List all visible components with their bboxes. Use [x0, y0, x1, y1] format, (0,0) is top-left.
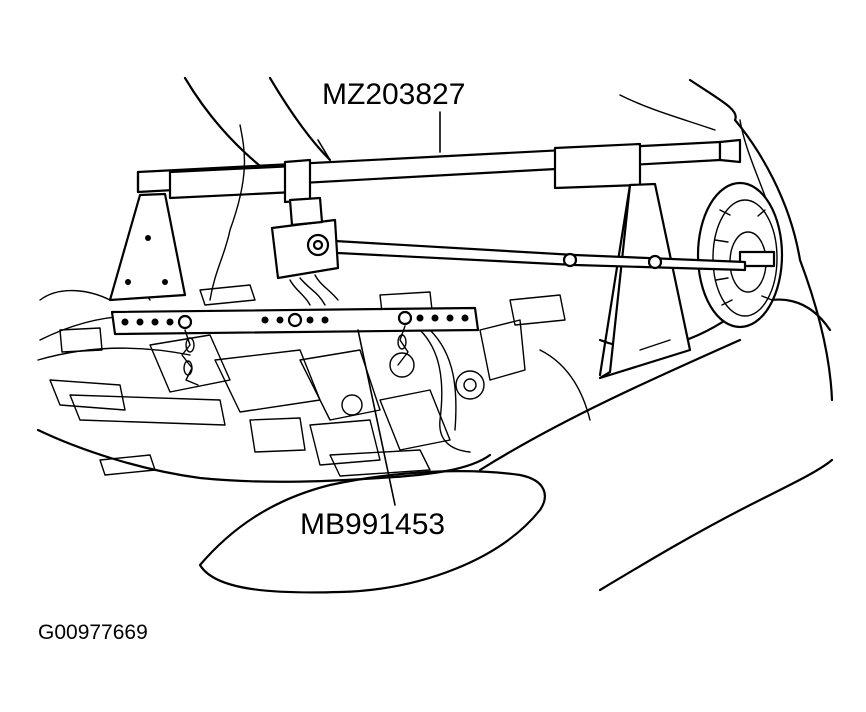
- lifting-chains: [181, 325, 409, 386]
- lifting-bar: [110, 306, 480, 336]
- left-support-leg: [108, 192, 187, 302]
- label-mz203827: MZ203827: [322, 78, 466, 111]
- figure-number: G00977669: [38, 621, 148, 644]
- headlight-outline: [198, 470, 546, 594]
- hook-block: [209, 124, 340, 306]
- label-mb991453: MB991453: [300, 508, 446, 541]
- bumper-outline: [36, 315, 492, 483]
- hood-outline: [183, 76, 834, 402]
- wheel-hub: [696, 181, 784, 329]
- threaded-rod: [316, 238, 747, 272]
- leader-lines: [317, 111, 441, 506]
- right-support-leg: [598, 182, 692, 380]
